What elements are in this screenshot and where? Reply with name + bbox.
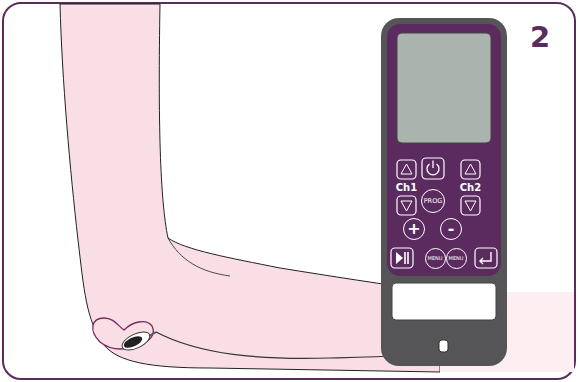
- lead-plug: [149, 332, 156, 336]
- button-label: -: [448, 221, 455, 237]
- device-housing: [381, 18, 507, 366]
- device-button: MENU: [425, 248, 446, 269]
- device-face: [387, 24, 501, 276]
- device-socket: [439, 340, 448, 352]
- device-screen: [397, 33, 491, 143]
- play-pause-button: [391, 248, 413, 268]
- device-button: -: [440, 218, 462, 240]
- enter-button: [475, 248, 497, 268]
- channel-label: Ch2: [460, 183, 481, 193]
- power-button: [422, 158, 444, 179]
- callout-number: 2: [530, 23, 550, 52]
- up-icon: [465, 164, 476, 174]
- down-icon: [401, 201, 412, 211]
- play-icon: [396, 252, 403, 264]
- electrode: [122, 334, 144, 351]
- down-button: [397, 196, 416, 215]
- channel-label: Ch1: [396, 183, 417, 193]
- button-label: +: [407, 221, 420, 237]
- electrode-rim: [119, 328, 152, 353]
- down-button: [461, 196, 480, 215]
- power-icon: [432, 161, 433, 169]
- button-label: PROG: [424, 198, 443, 205]
- button-label: MENU: [428, 256, 443, 261]
- up-icon: [401, 164, 412, 174]
- device-label-area: [392, 283, 496, 320]
- button-label: MENU: [449, 256, 464, 261]
- up-button: [461, 160, 480, 179]
- up-button: [397, 160, 416, 179]
- down-icon: [465, 201, 476, 211]
- enter-icon: [480, 252, 491, 264]
- pause-icon: [405, 252, 408, 264]
- elbow-crease: [168, 238, 230, 276]
- device-button: MENU: [446, 248, 467, 269]
- device-button: +: [403, 218, 425, 240]
- device-button: PROG: [421, 189, 445, 213]
- panel-frame: [3, 3, 575, 379]
